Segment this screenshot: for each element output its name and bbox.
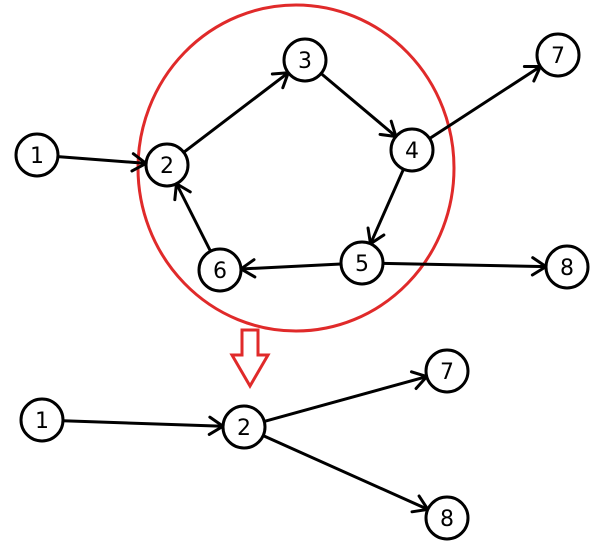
top-node-circle [14, 132, 60, 178]
top-node-4: 4 [389, 127, 435, 173]
top-edge-1-2 [56, 155, 148, 165]
top-node-7: 7 [535, 32, 581, 78]
top-node-8: 8 [544, 244, 590, 290]
bottom-node-label: 2 [237, 416, 251, 441]
top-node-label: 2 [160, 154, 174, 179]
top-node-1: 1 [14, 132, 60, 178]
bottom-edge-2-7 [262, 375, 429, 423]
edges-layer [56, 64, 548, 514]
bottom-node-1: 1 [19, 397, 65, 443]
top-node-label: 8 [560, 256, 574, 281]
bottom-node-circle [424, 495, 470, 541]
top-node-6: 6 [197, 247, 243, 293]
top-edge-4-7 [428, 64, 542, 141]
top-node-label: 3 [298, 49, 312, 74]
bottom-node-2: 2 [221, 404, 267, 450]
top-node-label: 1 [30, 144, 44, 169]
nodes-layer: 1 2 3 4 5 6 7 8 1 2 7 8 [14, 32, 590, 541]
top-node-label: 7 [551, 44, 565, 69]
top-node-2: 2 [144, 142, 190, 188]
bottom-edge-2-8 [261, 434, 430, 511]
top-node-label: 5 [355, 252, 369, 277]
bottom-node-label: 8 [440, 507, 454, 532]
top-edge-2-3 [182, 71, 290, 154]
bottom-node-circle [19, 397, 65, 443]
top-edge-4-5 [368, 167, 406, 246]
top-node-circle [282, 37, 328, 83]
top-node-circle [535, 32, 581, 78]
bottom-node-label: 1 [35, 409, 49, 434]
top-edge-5-8 [381, 261, 548, 269]
top-node-5: 5 [339, 240, 385, 286]
contraction-arrow-icon [229, 328, 271, 389]
top-edge-6-2 [174, 182, 213, 253]
top-node-circle [144, 142, 190, 188]
top-node-3: 3 [282, 37, 328, 83]
top-edge-3-4 [319, 72, 398, 138]
top-node-label: 6 [213, 259, 227, 284]
top-node-circle [339, 240, 385, 286]
bottom-node-circle [221, 404, 267, 450]
bottom-node-label: 7 [440, 360, 454, 385]
bottom-node-circle [424, 348, 470, 394]
bottom-node-8: 8 [424, 495, 470, 541]
top-node-circle [197, 247, 243, 293]
top-node-circle [544, 244, 590, 290]
bottom-node-7: 7 [424, 348, 470, 394]
top-node-label: 4 [405, 139, 419, 164]
top-node-circle [389, 127, 435, 173]
bottom-edge-1-2 [61, 419, 225, 428]
top-edge-5-6 [239, 262, 343, 271]
